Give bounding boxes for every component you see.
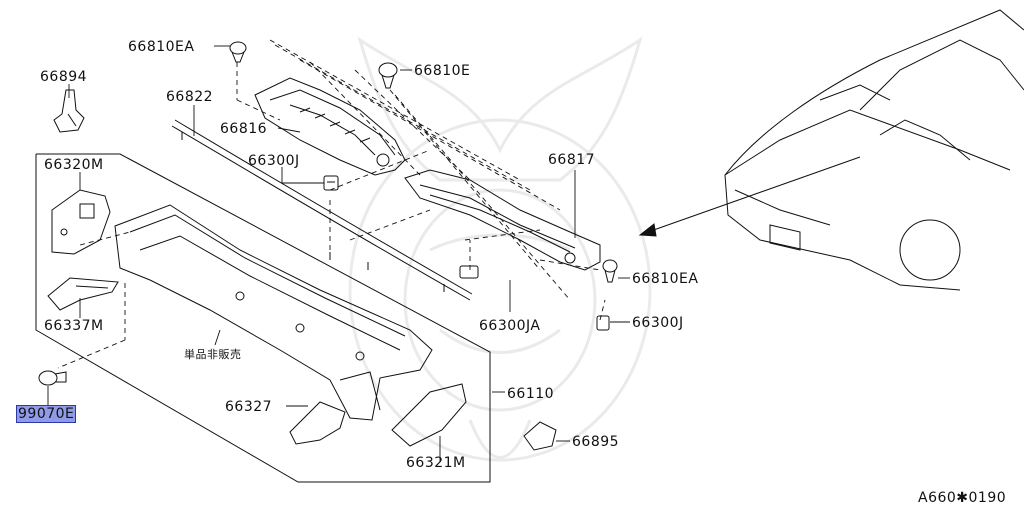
- watermark-emblem: [348, 36, 652, 462]
- bracket-66327: [289, 401, 346, 445]
- label-66810ea-right: 66810EA: [632, 271, 699, 287]
- cowl-assembly-66110: [114, 204, 433, 421]
- clip-66810ea-top: [229, 41, 247, 63]
- label-66816: 66816: [220, 121, 268, 137]
- assembly-outline: [35, 153, 491, 483]
- clip-66300j-top: [323, 175, 339, 191]
- label-66300ja: 66300JA: [479, 318, 541, 334]
- label-66895: 66895: [572, 434, 620, 450]
- label-66300j-top: 66300J: [248, 153, 300, 169]
- bracket-66894: [53, 89, 85, 133]
- diagram-reference-code: A660✱0190: [918, 490, 1007, 506]
- label-66321m: 66321M: [406, 455, 466, 471]
- label-66327: 66327: [225, 399, 273, 415]
- leader-lines: [47, 45, 630, 462]
- bracket-66895: [523, 421, 557, 451]
- bracket-66321m: [391, 383, 467, 447]
- clip-66810e: [378, 62, 398, 89]
- label-99070e[interactable]: 99070E: [15, 405, 77, 423]
- vehicle-outline: [724, 9, 1024, 291]
- bracket-66320m: [51, 189, 111, 255]
- cowl-top-66817: [404, 169, 601, 271]
- label-66822: 66822: [166, 89, 214, 105]
- label-66817: 66817: [548, 152, 596, 168]
- label-66300j-right: 66300J: [632, 315, 684, 331]
- label-66894: 66894: [40, 69, 88, 85]
- label-66337m: 66337M: [44, 318, 104, 334]
- clip-66300j-right: [596, 315, 610, 331]
- pointer-arrow: [638, 156, 861, 237]
- seal-66822: [171, 119, 473, 301]
- label-66320m: 66320M: [44, 157, 104, 173]
- grommet-99070e: [38, 370, 67, 386]
- cowl-top-66816: [254, 77, 406, 176]
- label-66810e: 66810E: [414, 63, 471, 79]
- clip-66300ja: [459, 265, 479, 279]
- bracket-66337m: [47, 277, 119, 311]
- label-66810ea-top: 66810EA: [128, 39, 195, 55]
- label-66110: 66110: [507, 386, 555, 402]
- label-not-sold-separately: 単品非販売: [184, 348, 242, 361]
- clip-66810ea-right: [602, 259, 618, 283]
